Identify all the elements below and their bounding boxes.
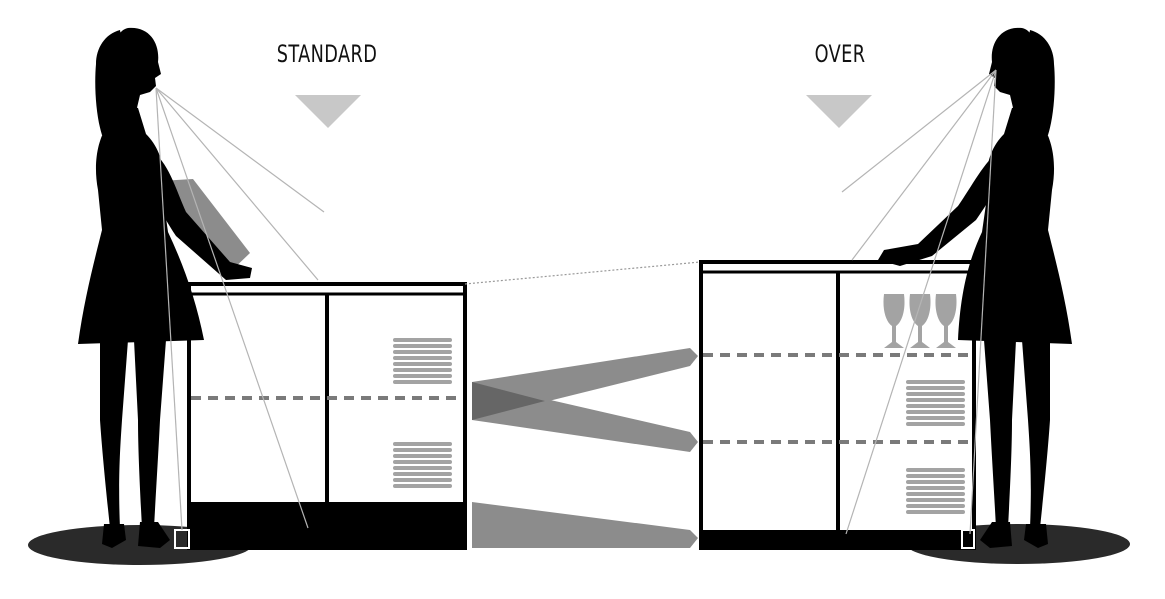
over-sight-lines (841, 69, 997, 535)
over-toe-kick-mark (961, 529, 975, 549)
over-dish-stack-lower-icon (906, 468, 965, 514)
standard-cabinet (174, 282, 467, 550)
over-down-arrow-icon (806, 95, 872, 128)
right-woman-silhouette (878, 27, 1072, 548)
height-difference-dotted-line (464, 261, 701, 285)
projection-plinth-to-base (472, 502, 698, 548)
standard-label: STANDARD (276, 40, 378, 68)
standard-cabinet-plinth (189, 502, 465, 548)
standard-sight-lines (155, 87, 325, 531)
standard-loaded-tray (160, 179, 250, 274)
over-dish-stack-middle-icon (906, 380, 965, 426)
projection-overlap (472, 382, 545, 420)
standard-dish-stack-upper-icon (393, 338, 452, 384)
over-label: OVER (814, 40, 866, 68)
over-cabinet-plinth (701, 530, 974, 548)
standard-down-arrow-icon (295, 95, 361, 128)
shelf-projection-bands (472, 348, 698, 548)
wine-glasses-icon (883, 294, 957, 348)
over-cabinet (699, 260, 976, 550)
standard-dish-stack-lower-icon (393, 442, 452, 488)
left-woman-silhouette (78, 27, 252, 548)
